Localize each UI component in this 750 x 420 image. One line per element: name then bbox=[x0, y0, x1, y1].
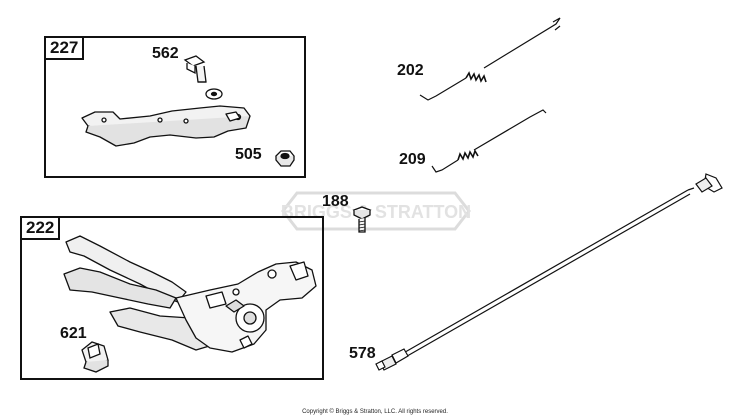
assembly-box-222: 222 bbox=[20, 216, 324, 380]
watermark-text: BRIGGS & STRATTON bbox=[281, 202, 471, 222]
part-number-209: 209 bbox=[399, 151, 426, 168]
part-number-562: 562 bbox=[152, 45, 179, 62]
assembly-number-222: 222 bbox=[22, 218, 61, 240]
part-number-202: 202 bbox=[397, 62, 424, 79]
washer-drawing bbox=[205, 88, 223, 100]
cable-578-drawing bbox=[375, 173, 723, 371]
spring-209-drawing bbox=[431, 109, 547, 173]
copyright-footer: Copyright © Briggs & Stratton, LLC. All … bbox=[302, 409, 448, 415]
part-number-505: 505 bbox=[235, 146, 262, 163]
brand-watermark: BRIGGS & STRATTON bbox=[281, 191, 471, 231]
part-number-621: 621 bbox=[60, 325, 87, 342]
bracket-227-drawing bbox=[81, 105, 251, 147]
assembly-number-227: 227 bbox=[46, 38, 85, 60]
bolt-188-drawing bbox=[352, 206, 372, 233]
nut-505-drawing bbox=[275, 150, 295, 167]
rod-spring-202-drawing bbox=[419, 17, 561, 101]
clip-621-drawing bbox=[81, 341, 109, 373]
pin-562-drawing bbox=[183, 55, 207, 83]
part-number-578: 578 bbox=[349, 345, 376, 362]
part-number-188: 188 bbox=[322, 193, 349, 210]
control-assembly-222-drawing bbox=[63, 235, 317, 353]
assembly-box-227: 227 bbox=[44, 36, 306, 178]
